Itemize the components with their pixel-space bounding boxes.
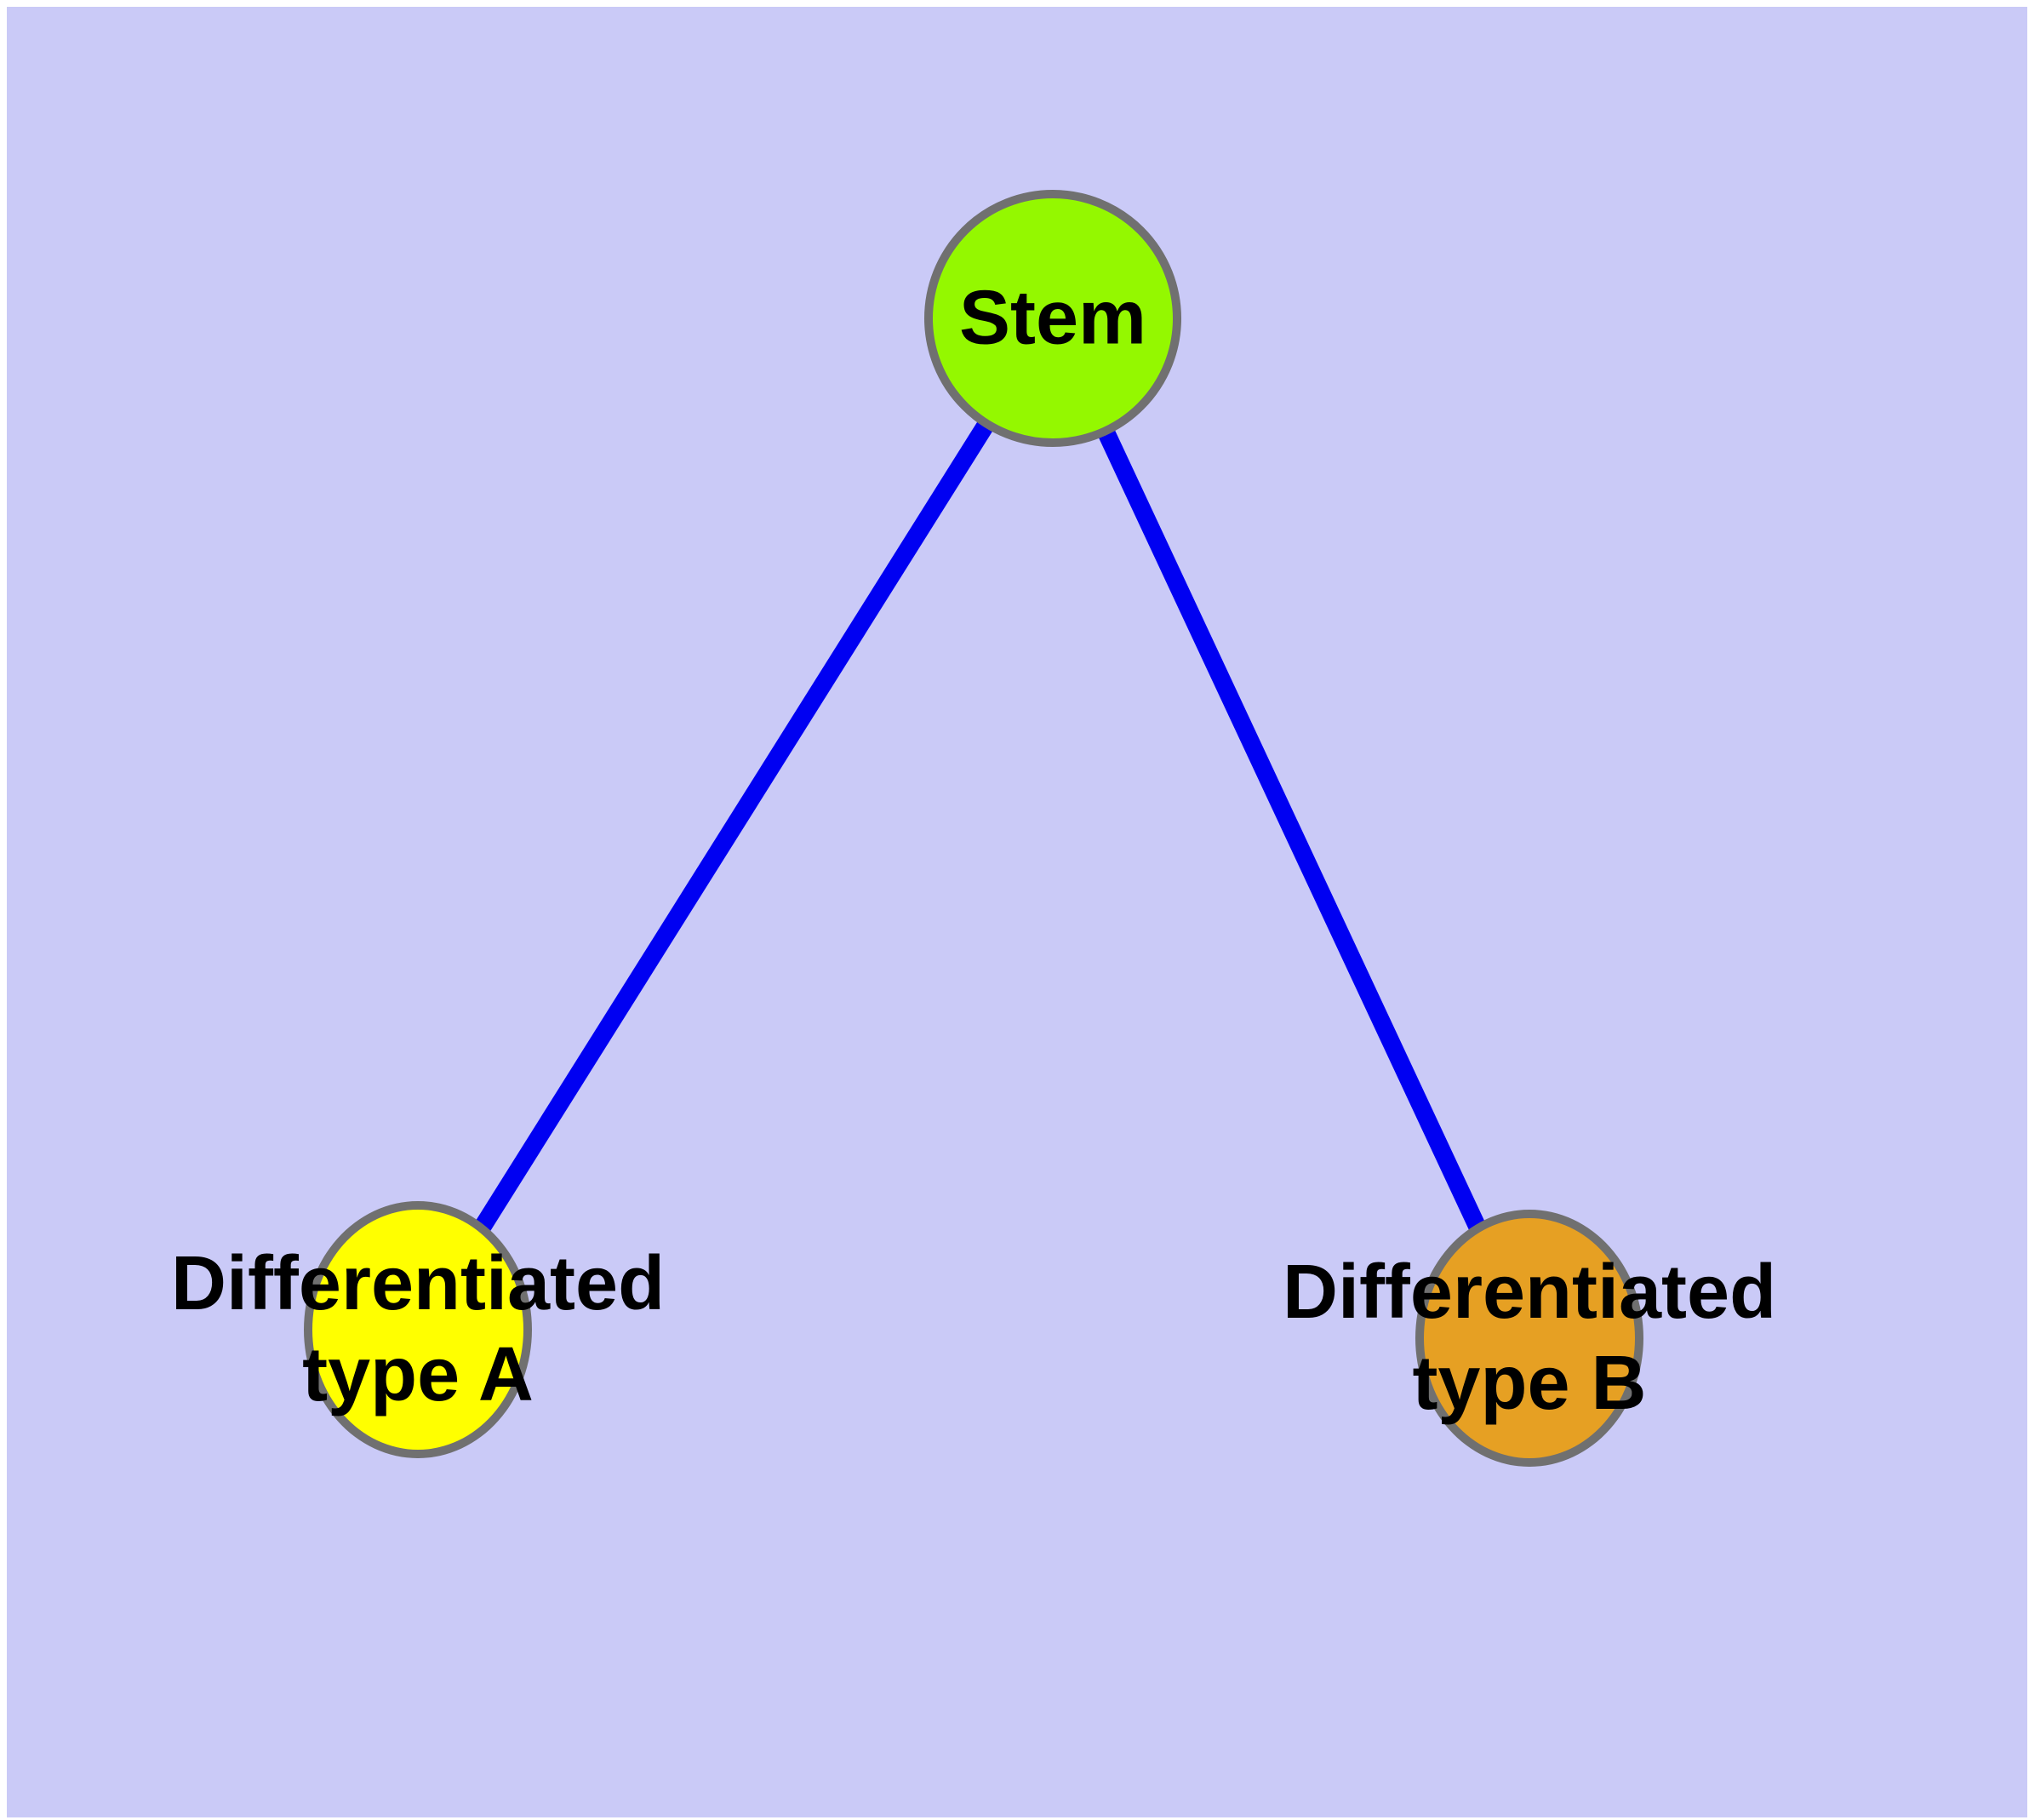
node-differentiated-type-b xyxy=(1415,1210,1643,1467)
node-label-stem: Stem xyxy=(958,275,1147,361)
node-label-differentiated-type-a: Differentiated type A xyxy=(170,1241,666,1417)
node-label-differentiated-type-b: Differentiated type B xyxy=(1282,1250,1777,1426)
node-differentiated-type-a xyxy=(304,1201,532,1458)
node-stem xyxy=(924,190,1181,447)
